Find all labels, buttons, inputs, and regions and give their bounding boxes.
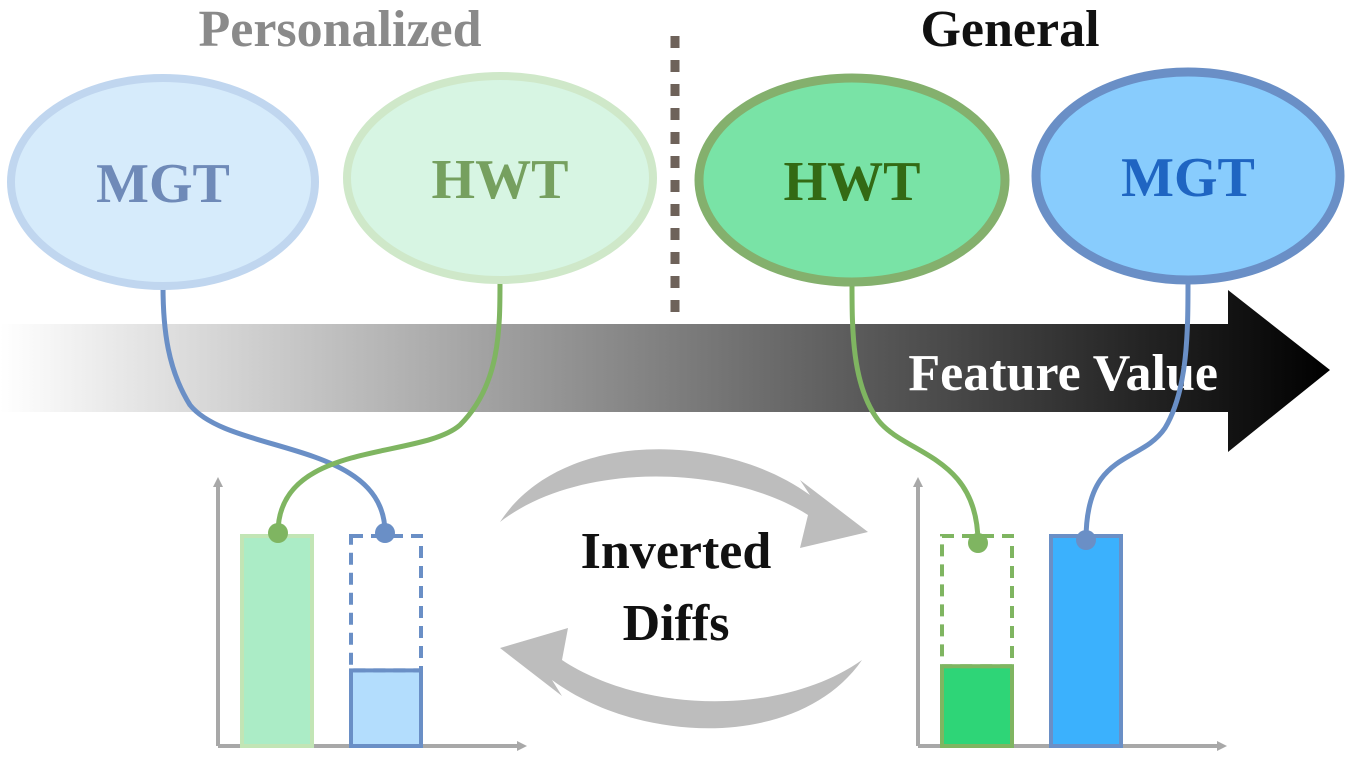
connector-personalized-mgt	[160, 285, 388, 534]
dot-general-mgt	[1076, 530, 1096, 550]
dot-personalized-hwt	[268, 523, 288, 543]
general-hwt-node: HWT	[694, 73, 1010, 287]
cycle-arrow-bottom	[500, 628, 862, 729]
bar-general-mgt	[1049, 534, 1123, 748]
general-hwt-label: HWT	[784, 151, 921, 213]
connector-personalized-hwt	[275, 279, 503, 534]
cycle-arrow-top	[500, 449, 868, 548]
connector-general-hwt	[849, 281, 981, 544]
personalized-hwt-node: HWT	[343, 72, 657, 284]
general-title: General	[920, 1, 1099, 58]
feature-value-label: Feature Value	[908, 345, 1218, 402]
bar-personalized-mgt	[349, 668, 423, 749]
bar-general-hwt	[940, 664, 1014, 749]
feature-value-arrow	[0, 290, 1330, 452]
general-mgt-node: MGT	[1031, 67, 1345, 285]
personalized-title: Personalized	[198, 1, 481, 58]
connector-general-mgt	[1083, 279, 1191, 541]
inverted-label: Inverted	[581, 523, 772, 580]
bar-general-hwt-outline	[940, 534, 1014, 669]
general-mgt-label: MGT	[1121, 147, 1255, 209]
personalized-hwt-label: HWT	[432, 149, 569, 211]
diffs-label: Diffs	[623, 595, 730, 652]
dot-general-hwt	[968, 533, 988, 553]
dot-personalized-mgt	[375, 523, 395, 543]
bar-personalized-mgt-outline	[349, 534, 423, 673]
bar-personalized-hwt	[240, 534, 314, 748]
personalized-mgt-node: MGT	[7, 74, 319, 290]
personalized-mgt-label: MGT	[96, 153, 230, 215]
